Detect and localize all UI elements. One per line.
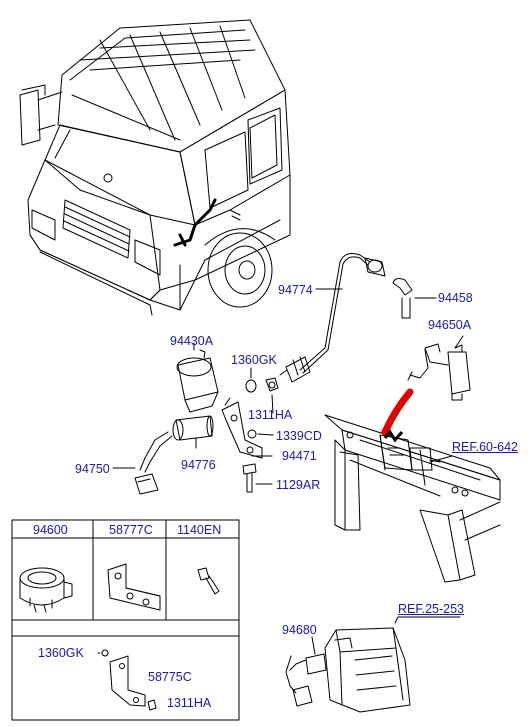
highlight-arrow (381, 388, 414, 436)
label-1360gk[interactable]: 1360GK (231, 353, 277, 367)
label-58775c[interactable]: 58775C (148, 670, 192, 684)
label-94650a[interactable]: 94650A (428, 318, 472, 332)
label-1339cd[interactable]: 1339CD (276, 429, 322, 443)
label-1360gk-table[interactable]: 1360GK (38, 646, 84, 660)
label-94430a[interactable]: 94430A (170, 334, 214, 348)
label-1311ha-table[interactable]: 1311HA (167, 696, 212, 710)
label-94774[interactable]: 94774 (278, 283, 313, 297)
label-1311ha[interactable]: 1311HA (248, 408, 293, 422)
table-header-94600[interactable]: 94600 (33, 523, 68, 537)
label-1129ar[interactable]: 1129AR (276, 478, 321, 492)
label-94471[interactable]: 94471 (282, 449, 317, 463)
table-header-58777c[interactable]: 58777C (109, 523, 153, 537)
label-94458[interactable]: 94458 (438, 291, 473, 305)
ref-25-253-link[interactable]: REF.25-253 (398, 602, 465, 616)
label-94776[interactable]: 94776 (181, 458, 216, 472)
ref-60-642-link[interactable]: REF.60-642 (452, 440, 519, 454)
truck-cab-illustration (19, 19, 291, 316)
label-94750[interactable]: 94750 (75, 462, 110, 476)
label-94680[interactable]: 94680 (282, 623, 317, 637)
table-header-1140en[interactable]: 1140EN (177, 523, 222, 537)
